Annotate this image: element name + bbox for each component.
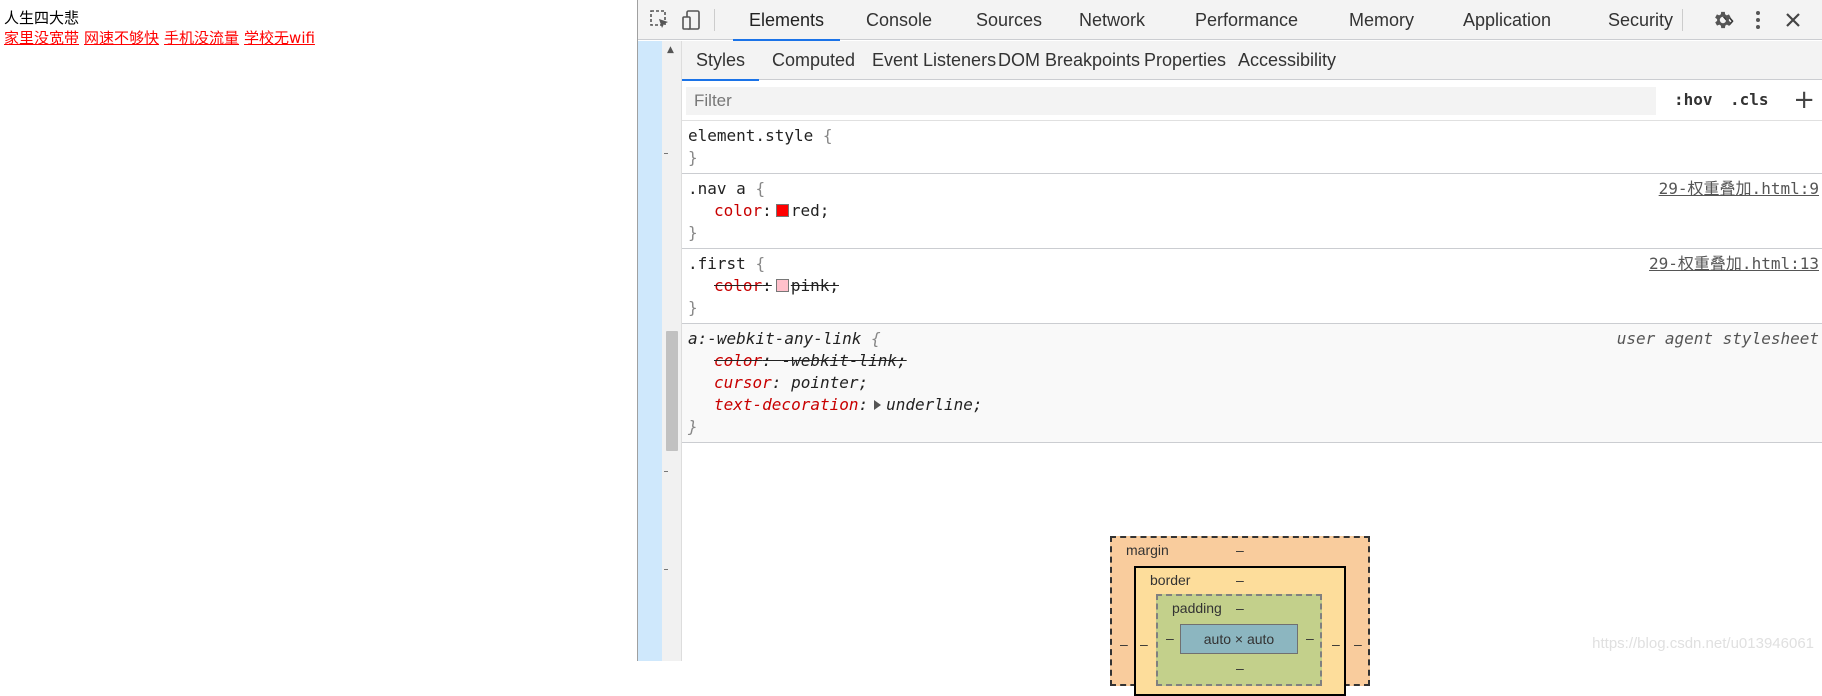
inspect-element-icon[interactable]: [646, 7, 674, 33]
devtools-toolbar: Elements Console Sources Network Perform…: [638, 0, 1822, 41]
margin-label: margin: [1126, 542, 1169, 558]
cls-toggle[interactable]: .cls: [1730, 90, 1769, 109]
rule-selector[interactable]: .first: [688, 254, 746, 273]
tab-console[interactable]: Console: [866, 10, 933, 30]
styles-pane: Styles Computed Event Listeners DOM Brea…: [682, 41, 1822, 696]
kebab-menu-icon[interactable]: [1747, 8, 1769, 32]
rule-element-style: element.style { }: [682, 121, 1822, 174]
rule-selector[interactable]: element.style: [688, 126, 814, 145]
toolbar-separator: [714, 9, 715, 31]
box-model-margin[interactable]: margin – – – border – – – padding – – – …: [1110, 536, 1370, 696]
border-left-value[interactable]: –: [1140, 636, 1148, 652]
rule-selector[interactable]: .nav a: [688, 179, 746, 198]
page-viewport: 人生四大悲 家里没宽带网速不够快手机没流量学校无wifi: [0, 0, 637, 661]
close-devtools-icon[interactable]: [1780, 8, 1806, 32]
scroll-thumb[interactable]: [666, 331, 678, 451]
styles-filter-input[interactable]: [686, 87, 1656, 115]
box-model-padding[interactable]: padding – – – – auto × auto: [1156, 594, 1322, 686]
padding-right-value[interactable]: –: [1306, 630, 1314, 646]
padding-label: padding: [1172, 600, 1222, 616]
rule-open-brace: {: [822, 126, 833, 145]
device-toolbar-icon[interactable]: [678, 7, 706, 33]
property-name: cursor: [714, 373, 772, 392]
scroll-up-icon[interactable]: ▲: [667, 45, 674, 55]
subtab-computed[interactable]: Computed: [772, 50, 856, 70]
scroll-marker: [664, 153, 668, 154]
property-value[interactable]: pink;: [790, 276, 839, 295]
subtab-dom-breakpoints[interactable]: DOM Breakpoints: [998, 50, 1141, 70]
tab-memory[interactable]: Memory: [1349, 10, 1415, 30]
tab-elements[interactable]: Elements: [733, 0, 841, 41]
rule-close-brace: }: [688, 148, 698, 167]
rule-selector: a:-webkit-any-link: [688, 329, 862, 348]
color-swatch[interactable]: [775, 279, 789, 292]
padding-bottom-value[interactable]: –: [1236, 660, 1244, 676]
property-name: text-decoration: [714, 395, 859, 414]
padding-left-value[interactable]: –: [1166, 630, 1174, 646]
nav-link-4[interactable]: 学校无wifi: [244, 29, 315, 47]
page-heading: 人生四大悲: [4, 9, 80, 27]
nav-link-2[interactable]: 网速不够快: [84, 29, 160, 47]
overridden-declaration: color:pink;: [714, 276, 839, 295]
property-value: underline;: [886, 395, 983, 414]
rule-source-link[interactable]: 29-权重叠加.html:9: [1658, 179, 1819, 198]
property-name: color: [714, 351, 763, 370]
declaration: cursor: pointer;: [714, 373, 869, 392]
hov-toggle[interactable]: :hov: [1674, 90, 1713, 109]
toolbar-separator-right: [1682, 9, 1683, 31]
rule-first: .first { 29-权重叠加.html:13 color:pink; }: [682, 249, 1822, 324]
tab-security[interactable]: Security: [1608, 10, 1674, 30]
rule-source-label: user agent stylesheet: [1616, 329, 1819, 348]
border-right-value[interactable]: –: [1332, 636, 1340, 652]
property-value: pointer;: [791, 373, 869, 392]
margin-right-value[interactable]: –: [1354, 636, 1362, 652]
scroll-marker: [664, 569, 668, 570]
box-model-border[interactable]: border – – – padding – – – – auto × auto: [1134, 566, 1346, 696]
rule-user-agent: a:-webkit-any-link { user agent styleshe…: [682, 324, 1822, 443]
border-top-value[interactable]: –: [1236, 572, 1244, 588]
tab-sources[interactable]: Sources: [976, 10, 1043, 30]
rule-nav-a: .nav a { 29-权重叠加.html:9 color:red; }: [682, 174, 1822, 249]
style-rules: element.style { } .nav a { 29-权重叠加.html:…: [682, 121, 1822, 443]
tab-application[interactable]: Application: [1463, 10, 1552, 30]
rule-source-link[interactable]: 29-权重叠加.html:13: [1649, 254, 1819, 273]
padding-top-value[interactable]: –: [1236, 600, 1244, 616]
scroll-marker: [664, 471, 668, 472]
box-model-content[interactable]: auto × auto: [1180, 624, 1298, 654]
devtools-panel: Elements Console Sources Network Perform…: [637, 0, 1822, 696]
subtab-properties[interactable]: Properties: [1144, 50, 1227, 70]
subtab-accessibility[interactable]: Accessibility: [1238, 50, 1337, 70]
filter-bar: :hov .cls +: [682, 81, 1822, 121]
new-style-rule-button[interactable]: +: [1793, 85, 1815, 115]
tab-network[interactable]: Network: [1079, 10, 1146, 30]
property-name[interactable]: color: [714, 276, 763, 295]
tab-performance[interactable]: Performance: [1195, 10, 1299, 30]
dom-tree-scrollbar[interactable]: ▲: [662, 41, 682, 661]
overridden-declaration: color: -webkit-link;: [714, 351, 907, 370]
declaration: color:red;: [714, 201, 830, 220]
watermark-text: https://blog.csdn.net/u013946061: [1592, 635, 1814, 652]
styles-subtabs: Styles Computed Event Listeners DOM Brea…: [682, 41, 1822, 81]
declaration: text-decoration:underline;: [714, 395, 983, 414]
margin-top-value[interactable]: –: [1236, 542, 1244, 558]
nav-links: 家里没宽带网速不够快手机没流量学校无wifi: [4, 28, 637, 48]
expand-triangle-icon[interactable]: [874, 400, 882, 410]
nav-link-3[interactable]: 手机没流量: [164, 29, 240, 47]
subtab-event-listeners[interactable]: Event Listeners: [872, 50, 997, 70]
settings-gear-icon[interactable]: [1709, 8, 1737, 32]
dom-tree-gutter: [638, 41, 662, 661]
color-swatch[interactable]: [775, 204, 789, 217]
border-label: border: [1150, 572, 1191, 588]
property-value[interactable]: red;: [790, 201, 830, 220]
margin-left-value[interactable]: –: [1120, 636, 1128, 652]
nav-link-1[interactable]: 家里没宽带: [4, 29, 80, 47]
property-value: -webkit-link;: [781, 351, 907, 370]
property-name[interactable]: color: [714, 201, 763, 220]
subtab-styles[interactable]: Styles: [682, 41, 760, 81]
